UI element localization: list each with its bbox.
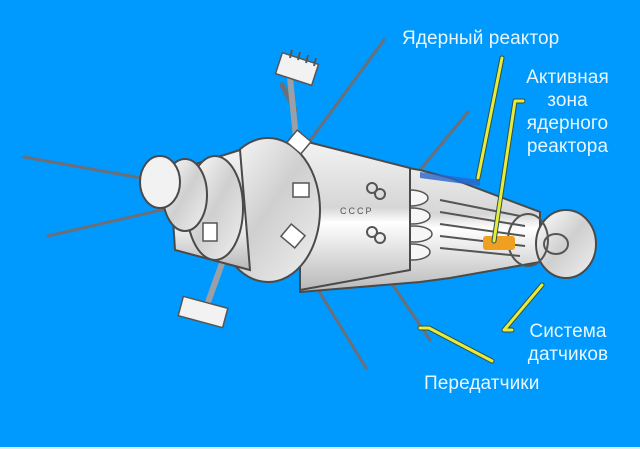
label-text: Ядерный реактор <box>402 28 560 49</box>
label-text: Передатчики <box>424 373 540 394</box>
label-text: датчиков <box>527 344 609 365</box>
bottom-boom <box>177 253 229 329</box>
hull-marking: СССР <box>340 206 374 216</box>
bottom-edge <box>0 447 640 449</box>
label-text: Система <box>529 321 607 342</box>
label-text: зона <box>547 90 588 111</box>
top-boom <box>274 49 320 139</box>
label-nuclear-reactor: Ядерный реактор <box>402 27 559 50</box>
label-sensor-system: Система датчиков <box>518 320 618 366</box>
label-transmitters: Передатчики <box>424 372 539 395</box>
label-text: реактора <box>526 136 609 157</box>
label-text: Активная <box>526 67 609 88</box>
reactor-core <box>483 236 515 250</box>
label-reactor-core: Активная зона ядерного реактора <box>510 66 625 158</box>
label-text: ядерного <box>526 113 609 134</box>
